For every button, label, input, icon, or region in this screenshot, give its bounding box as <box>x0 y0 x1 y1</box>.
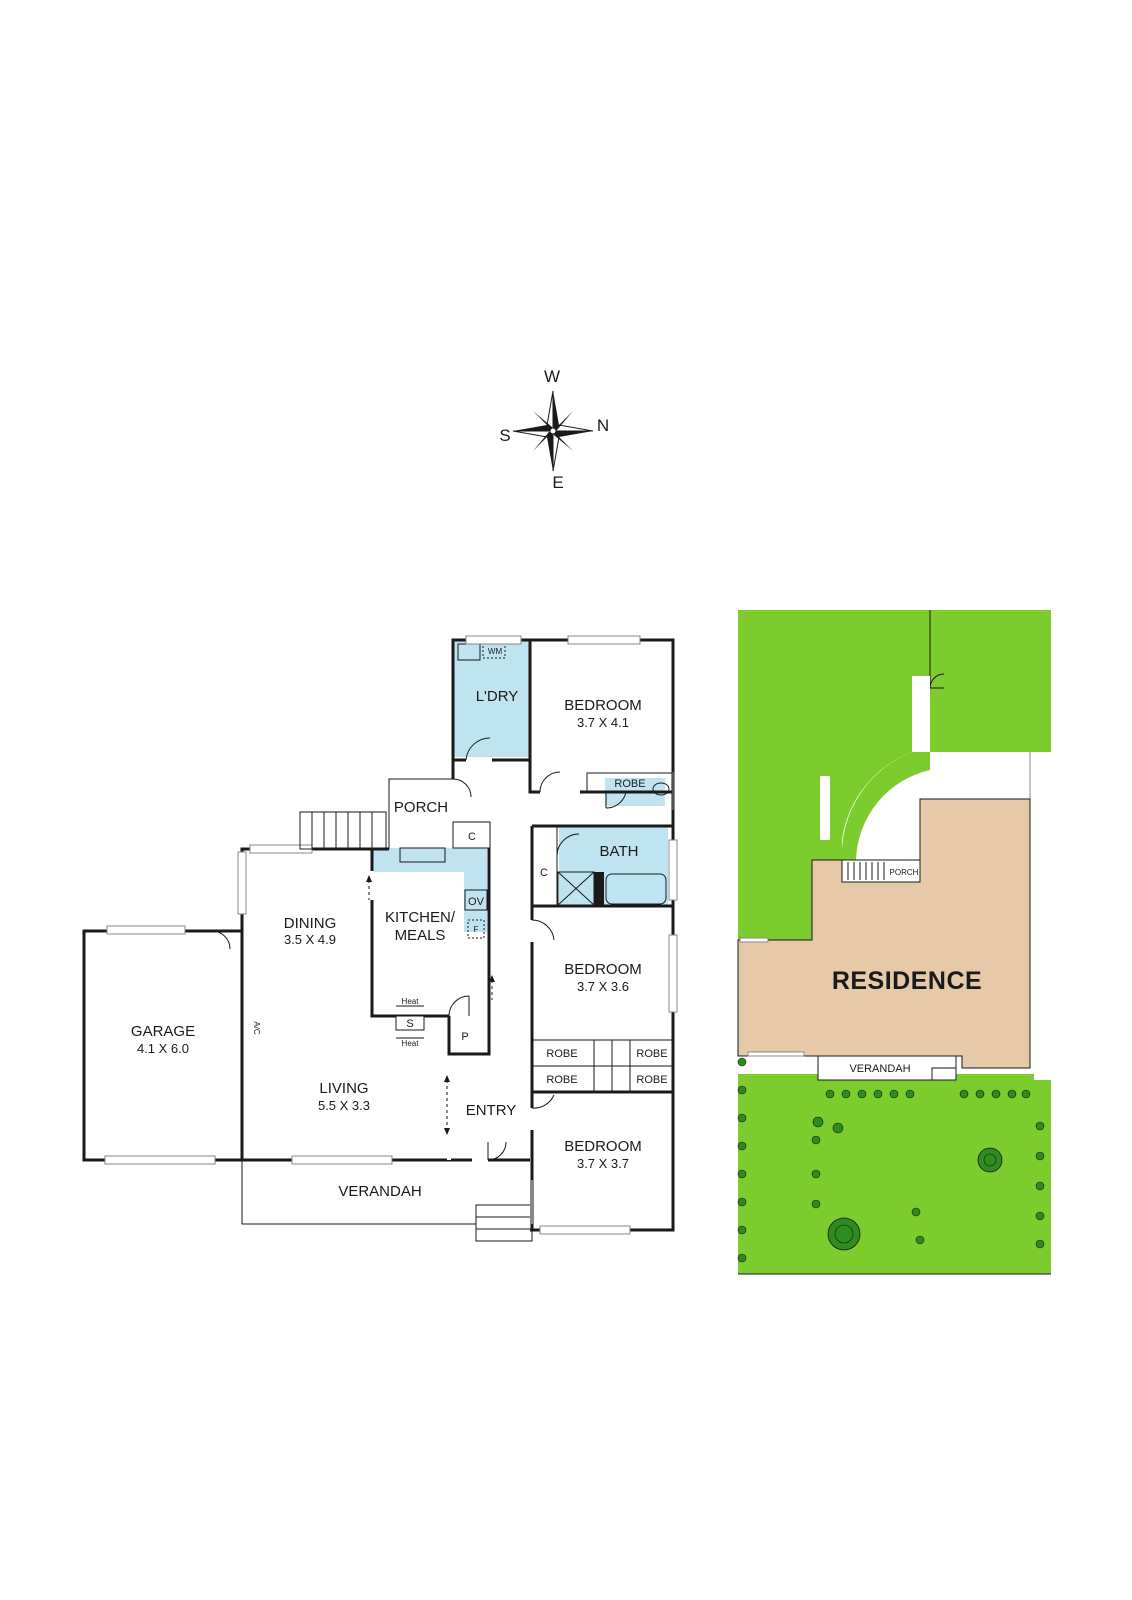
garage-door-swing <box>211 930 231 950</box>
porch-door-swing <box>452 778 472 798</box>
site-porch <box>841 859 921 883</box>
garage-label: GARAGE <box>131 1023 195 1040</box>
bedroom1-robe-label: ROBE <box>614 778 645 790</box>
lawn-curve-patch <box>841 752 930 860</box>
bath-wall-block <box>594 872 604 905</box>
compass-rose: W N S E <box>499 367 609 492</box>
robe-label-5: ROBE <box>636 1074 667 1086</box>
bedroom3-dims: 3.7 X 3.7 <box>577 1156 629 1171</box>
porch-label: PORCH <box>394 799 448 816</box>
bedroom1-window <box>567 635 641 645</box>
linen-cupboard-label: C <box>468 831 476 843</box>
garden-bed-left <box>738 1080 758 1274</box>
entry-label: ENTRY <box>466 1102 517 1119</box>
garage-door <box>104 1155 216 1165</box>
dining-outer-wall <box>240 847 389 1160</box>
pantry-walls <box>447 1016 491 1056</box>
bedroom1-label: BEDROOM <box>564 697 642 714</box>
garden-bed-right <box>950 1112 1051 1274</box>
compass-north-label: N <box>597 416 609 435</box>
kitchen-sink-icon <box>399 847 446 863</box>
corridor-arrow-icon <box>489 975 495 1000</box>
compass-south-label: S <box>499 426 510 445</box>
residence-label: RESIDENCE <box>832 967 982 995</box>
verandah-steps <box>475 1204 533 1242</box>
oven-label: OV <box>468 896 485 908</box>
bedroom3-label: BEDROOM <box>564 1138 642 1155</box>
bedroom2-dims: 3.7 X 3.6 <box>577 979 629 994</box>
living-window <box>291 1155 393 1165</box>
garage-dims: 4.1 X 6.0 <box>137 1041 189 1056</box>
heater-s-label: S <box>406 1018 413 1030</box>
site-verandah-steps <box>931 1067 957 1081</box>
fridge-label: F <box>474 925 479 934</box>
shrubs <box>737 1057 1045 1263</box>
garden-bed-middle <box>810 1112 932 1274</box>
tree-icon <box>827 1217 861 1251</box>
bath-cupboard-label: C <box>540 867 548 879</box>
bath-label: BATH <box>600 843 639 860</box>
robe-label-4: ROBE <box>546 1074 577 1086</box>
air-conditioner-label: A/C <box>252 1021 261 1035</box>
linen-cupboard <box>452 821 491 849</box>
kitchen-label-line1: KITCHEN/ <box>385 909 456 926</box>
bath-window <box>668 839 678 901</box>
heater-bottom-label: Heat <box>402 1039 420 1048</box>
bath-door-swing <box>556 833 580 857</box>
bedroom3-door-swing <box>531 1094 555 1109</box>
porch-stairs <box>299 811 387 850</box>
bedroom1-dims: 3.7 X 4.1 <box>577 715 629 730</box>
bath-floor <box>559 826 668 906</box>
bedroom2-window <box>668 934 678 1013</box>
bedroom1-door-swing <box>539 771 561 793</box>
compass-east-label: E <box>552 473 563 492</box>
bedroom2-label: BEDROOM <box>564 961 642 978</box>
laundry-label: L'DRY <box>476 688 519 705</box>
living-dims: 5.5 X 3.3 <box>318 1098 370 1113</box>
dining-side-window <box>237 851 247 915</box>
floor-plan: WM L'DRY BEDROOM 3.7 X 4.1 ROBE PORCH C … <box>82 635 678 1242</box>
heater-top-label: Heat <box>402 997 420 1006</box>
site-porch-stairs <box>847 862 885 880</box>
bedroom2-door-swing <box>531 919 555 941</box>
oven <box>464 889 488 911</box>
bathtub-icon <box>605 873 667 905</box>
compass-west-label: W <box>544 367 560 386</box>
washing-machine-label: WM <box>488 647 503 656</box>
heater-unit <box>395 1015 425 1031</box>
verandah-label: VERANDAH <box>338 1183 421 1200</box>
porch-outline <box>388 778 453 849</box>
kitchen-bench-side <box>464 872 487 932</box>
washing-machine-icon <box>482 643 506 659</box>
robe-label-2: ROBE <box>546 1048 577 1060</box>
dining-dims: 3.5 X 4.9 <box>284 932 336 947</box>
fridge <box>467 919 485 939</box>
site-porch-label: PORCH <box>890 868 919 877</box>
site-plan: PORCH RESIDENCE VERANDAH <box>737 610 1051 1275</box>
pantry-door-swing <box>448 995 470 1017</box>
bedroom3-window <box>539 1225 631 1235</box>
pantry-label: P <box>461 1031 468 1043</box>
wc-door-swing <box>605 791 627 809</box>
site-window-1 <box>739 937 769 943</box>
compass-star-icon <box>512 390 594 472</box>
site-verandah-label: VERANDAH <box>849 1063 910 1075</box>
laundry-door-swing <box>465 737 491 761</box>
living-opening-arrow-icon <box>444 1075 450 1135</box>
kitchen-bench-top <box>372 848 487 872</box>
living-label: LIVING <box>319 1080 368 1097</box>
robe-label-3: ROBE <box>636 1048 667 1060</box>
laundry-window <box>465 635 522 645</box>
verandah-outline <box>241 1160 476 1225</box>
dining-label: DINING <box>284 915 337 932</box>
tree-icon-2 <box>977 1147 1003 1173</box>
kitchen-opening-arrow-icon <box>366 875 372 900</box>
entry-door-swing <box>487 1141 507 1161</box>
kitchen-label-line2: MEALS <box>395 927 446 944</box>
garage-window <box>106 925 186 935</box>
site-window-2 <box>747 1051 805 1057</box>
toilet-icon <box>652 782 670 796</box>
